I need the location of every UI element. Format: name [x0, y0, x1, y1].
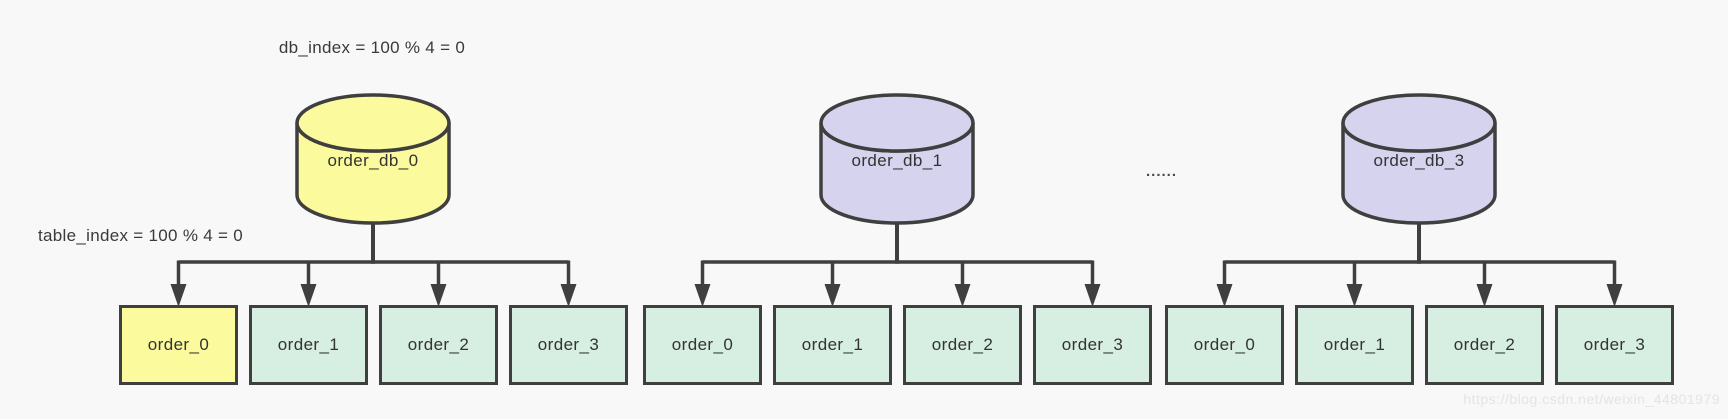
table-box: order_0: [119, 305, 238, 385]
table-label: order_2: [931, 335, 994, 354]
db-index-formula: db_index = 100 % 4 = 0: [278, 38, 466, 57]
watermark-url: https://blog.csdn.net/weixin_44801979: [1463, 391, 1720, 407]
cylinder-top: [1341, 93, 1497, 153]
database-cylinder-icon: [819, 93, 975, 225]
database-label: order_db_3: [1373, 151, 1465, 170]
table-box: order_2: [379, 305, 498, 385]
table-label: order_3: [1583, 335, 1646, 354]
table-box: order_1: [773, 305, 892, 385]
table-label: order_2: [407, 335, 470, 354]
table-label: order_2: [1453, 335, 1516, 354]
table-box: order_0: [1165, 305, 1284, 385]
tree-connector: [1222, 221, 1617, 287]
table-label: order_1: [1323, 335, 1386, 354]
database-label: order_db_0: [327, 151, 419, 170]
database-label: order_db_1: [851, 151, 943, 170]
table-box: order_2: [1425, 305, 1544, 385]
table-label: order_3: [537, 335, 600, 354]
table-label: order_0: [1193, 335, 1256, 354]
cylinder-top: [295, 93, 451, 153]
db-group-0: order_db_0 order_0 order_1 order_2 order…: [119, 0, 628, 419]
table-label: order_1: [277, 335, 340, 354]
tree-connector: [176, 221, 571, 287]
tree-connector: [700, 221, 1095, 287]
table-box: order_3: [509, 305, 628, 385]
table-box: order_1: [1295, 305, 1414, 385]
arrowheads: [694, 284, 1101, 307]
db-group-0-shapes: [170, 93, 577, 307]
table-index-formula: table_index = 100 % 4 = 0: [38, 226, 244, 245]
db-group-3-shapes: [1216, 93, 1623, 307]
table-label: order_3: [1061, 335, 1124, 354]
table-box: order_3: [1555, 305, 1674, 385]
db-group-1: order_db_1 order_0 order_1 order_2 order…: [643, 0, 1152, 419]
table-label: order_0: [147, 335, 210, 354]
database-cylinder-icon: [1341, 93, 1497, 225]
db-group-1-shapes: [694, 93, 1101, 307]
arrowheads: [1216, 284, 1623, 307]
table-box: order_2: [903, 305, 1022, 385]
table-box: order_3: [1033, 305, 1152, 385]
database-cylinder-icon: [295, 93, 451, 225]
table-box: order_1: [249, 305, 368, 385]
table-label: order_0: [671, 335, 734, 354]
ellipsis-more-databases: ......: [1146, 163, 1178, 180]
db-group-3: order_db_3 order_0 order_1 order_2 order…: [1165, 0, 1674, 419]
cylinder-top: [819, 93, 975, 153]
arrowheads: [170, 284, 577, 307]
table-label: order_1: [801, 335, 864, 354]
table-box: order_0: [643, 305, 762, 385]
